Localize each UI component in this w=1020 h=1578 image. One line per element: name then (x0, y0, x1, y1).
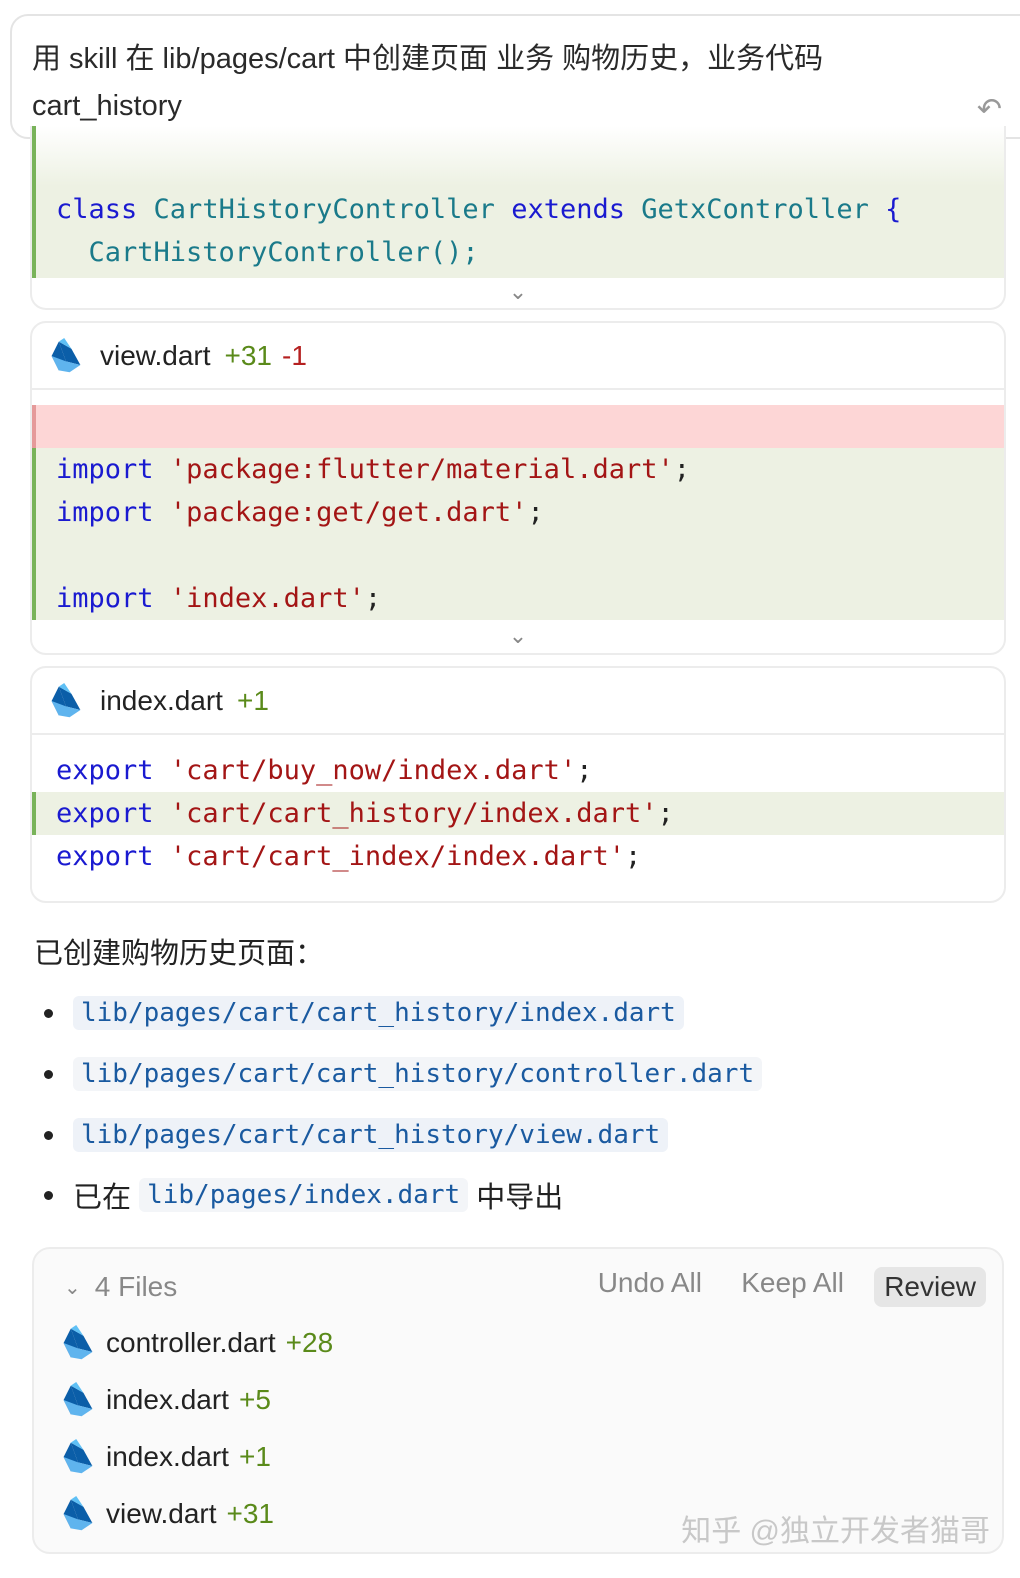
file-link[interactable]: lib/pages/cart/cart_history/view.dart (73, 1118, 669, 1152)
list-item: lib/pages/cart/cart_history/controller.d… (44, 1054, 763, 1094)
file-item[interactable]: controller.dart+28 (60, 1325, 333, 1361)
code-line: CartHistoryController(); (56, 237, 479, 268)
diff-card-view: view.dart+31-1 import 'package:flutter/m… (30, 321, 1006, 655)
code-line: class CartHistoryController extends Getx… (56, 194, 902, 225)
undo-all-button[interactable]: Undo All (597, 1267, 702, 1298)
keep-all-button[interactable]: Keep All (741, 1267, 844, 1298)
file-item[interactable]: index.dart+1 (60, 1439, 271, 1475)
user-message-line1: 用 skill 在 lib/pages/cart 中创建页面 业务 购物历史，业… (32, 43, 824, 75)
list-item: lib/pages/cart/cart_history/view.dart (44, 1115, 669, 1155)
code-block: export 'cart/buy_now/index.dart'; export… (32, 749, 1004, 878)
user-message-line2: cart_history (32, 90, 182, 122)
dart-icon (60, 1382, 96, 1418)
file-link[interactable]: lib/pages/cart/cart_history/index.dart (73, 996, 684, 1030)
code-line: export 'cart/cart_history/index.dart'; (32, 792, 1004, 835)
code-block: class CartHistoryController extends Getx… (32, 126, 1004, 278)
file-link[interactable]: lib/pages/cart/cart_history/controller.d… (73, 1057, 763, 1091)
code-line: import 'index.dart'; (32, 577, 1004, 620)
code-line: export 'cart/buy_now/index.dart'; (56, 755, 593, 786)
summary-title: 已创建购物历史页面： (34, 938, 325, 970)
user-message: 用 skill 在 lib/pages/cart 中创建页面 业务 购物历史，业… (10, 14, 1020, 139)
chevron-down-icon[interactable]: ⌄ (508, 279, 528, 304)
list-item: 已在 lib/pages/index.dart 中导出 (44, 1175, 563, 1215)
diff-card-controller: class CartHistoryController extends Getx… (30, 126, 1006, 310)
dart-icon (48, 683, 84, 719)
changed-files-panel: ⌄4 Files Undo All Keep All Review contro… (32, 1247, 1004, 1554)
code-line: import 'package:flutter/material.dart'; (32, 448, 1004, 491)
chevron-down-icon: ⌄ (64, 1276, 81, 1299)
code-line: import 'package:get/get.dart'; (32, 491, 1004, 534)
chevron-down-icon[interactable]: ⌄ (508, 623, 528, 648)
dart-icon (48, 338, 84, 374)
dart-icon (60, 1439, 96, 1475)
watermark: 知乎 @独立开发者猫哥 (681, 1515, 990, 1548)
review-button[interactable]: Review (874, 1267, 986, 1307)
undo-arrow-icon[interactable]: ↶ (976, 93, 1002, 126)
file-header[interactable]: index.dart+1 (32, 668, 1004, 735)
files-toggle[interactable]: ⌄4 Files (64, 1271, 178, 1302)
dart-icon (60, 1496, 96, 1532)
file-item[interactable]: view.dart+31 (60, 1496, 274, 1532)
code-block: import 'package:flutter/material.dart'; … (32, 405, 1004, 620)
diff-card-index: index.dart+1 export 'cart/buy_now/index.… (30, 666, 1006, 903)
dart-icon (60, 1325, 96, 1361)
code-line: export 'cart/cart_index/index.dart'; (56, 841, 642, 872)
deleted-line (32, 405, 1004, 448)
file-link[interactable]: lib/pages/index.dart (139, 1178, 469, 1212)
list-item: lib/pages/cart/cart_history/index.dart (44, 993, 684, 1033)
file-item[interactable]: index.dart+5 (60, 1382, 271, 1418)
file-header[interactable]: view.dart+31-1 (32, 323, 1004, 390)
